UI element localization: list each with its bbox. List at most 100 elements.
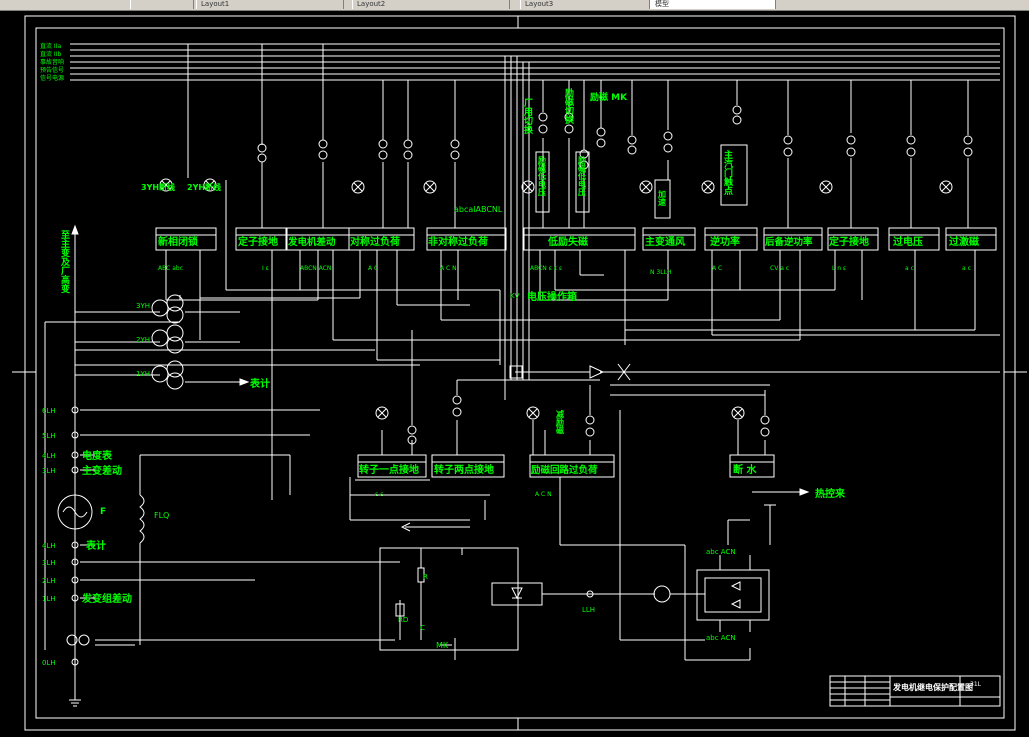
label-kv: KV [510, 292, 520, 300]
label-gen-trans-diff: 发变组差动 [81, 592, 132, 605]
relay-box-13 [357, 454, 427, 478]
relay-label-16: 断 水 [733, 463, 757, 476]
bus-label-1: 直流 IIa [40, 42, 61, 50]
title-block [829, 675, 1001, 707]
label-ct-2: 2LH [42, 577, 56, 585]
label-energy-meter: 电度表 [82, 449, 113, 462]
relay-label-4: 对称过负荷 [350, 235, 400, 248]
relay-terms-3: ABCN ACN [300, 265, 331, 272]
relay-terms-12: a c [962, 265, 971, 272]
indicator-lamps [159, 178, 953, 420]
relay-box-15 [529, 454, 615, 478]
vlabel-reduce-excitation: 减励磁 [556, 409, 565, 435]
label-ct-0: 0LH [42, 659, 56, 667]
relay-box-9 [763, 227, 823, 251]
relay-terms-2: I ε [262, 265, 269, 272]
relay-box-11 [888, 227, 940, 251]
relay-label-13: 转子一点接地 [359, 463, 419, 476]
relay-box-1 [155, 227, 217, 251]
vlabel-excite-lowv-2: 励磁低电压 [578, 155, 587, 197]
label-ct-5: 5LH [42, 432, 56, 440]
relay-label-2: 定子接地 [238, 235, 278, 248]
relay-box-7 [642, 227, 696, 251]
label-flq: FLQ [154, 511, 169, 520]
label-generator: F [100, 507, 106, 517]
label-abc-top: abc ACN [706, 548, 736, 556]
label-thermal-control: 热控来 [815, 487, 846, 500]
relay-terms-13: ε ε [375, 491, 383, 498]
relay-terms-9: CV a c [770, 265, 789, 272]
label-3yh: 3YH [136, 302, 150, 310]
vlabel-plant-switch: 厂用切换 [522, 98, 534, 135]
relay-label-5: 非对称过负荷 [428, 235, 488, 248]
label-3yh-break: 3YH断线 [141, 182, 175, 192]
relay-terms-6: ABCN ε ε ε [530, 265, 562, 272]
relay-label-1: 新相闭锁 [158, 235, 198, 248]
label-abc-bottom: abc ACN [706, 634, 736, 642]
relay-label-12: 过激磁 [949, 235, 979, 248]
relay-box-16 [729, 454, 775, 478]
relay-label-6: 低励失磁 [547, 235, 588, 248]
label-ct-4a: 4LH [42, 452, 56, 460]
relay-terms-10: L n ε [832, 265, 846, 272]
drawing-title: 发电机继电保护配置图 [892, 682, 973, 692]
relay-label-11: 过电压 [893, 235, 923, 248]
vlabel-to-main-trans: 至主变及厂高变 [59, 230, 70, 294]
relay-box-10 [827, 227, 879, 251]
bus-label-2: 直流 IIb [40, 50, 61, 58]
bus-label-3: 事故音响 [40, 58, 64, 66]
relay-box-8 [704, 227, 758, 251]
label-llh: LLH [582, 606, 595, 614]
relay-box-5 [426, 227, 507, 251]
label-abc-seq: abcalABCNL [454, 205, 503, 214]
label-meter-1: 表计 [249, 377, 270, 390]
generator-symbol [57, 494, 93, 530]
vlabel-accel: 加速 [658, 189, 667, 207]
tab-layout2[interactable]: Layout2 [352, 0, 510, 9]
label-meter-2: 表计 [85, 539, 106, 552]
label-2yh: 2YH [136, 336, 150, 344]
relay-coils [71, 105, 973, 666]
label-main-trans-diff: 主变差动 [82, 464, 122, 477]
vlabel-main-valve: 主汽门触点 [722, 149, 734, 196]
relay-box-12 [945, 227, 997, 251]
bus-label-4: 预告信号 [40, 66, 64, 74]
relay-label-14: 转子两点接地 [434, 463, 494, 476]
label-ct-6: 6LH [42, 407, 56, 415]
label-mk-bottom: MK [436, 641, 449, 650]
label-voltage-box: 电压操作箱 [527, 290, 577, 303]
label-1yh: 1YH [136, 370, 150, 378]
relay-terms-5: A C N [440, 265, 457, 272]
vlabel-excite-switch: 励磁切换 [563, 87, 574, 125]
relay-terms-4: A C [368, 265, 378, 272]
bus-label-5: 信号电源 [40, 74, 64, 82]
drawing-number: 31L [970, 681, 982, 688]
label-r: R [423, 573, 428, 581]
relay-terms-11: a c [905, 265, 914, 272]
relay-label-9: 后备逆功率 [765, 236, 813, 248]
tab-model[interactable]: 模型 [650, 0, 776, 9]
tab-layout3[interactable]: Layout3 [520, 0, 650, 9]
relay-terms-1: ABC abc [158, 265, 183, 272]
relay-box-14 [431, 454, 505, 478]
relay-label-7: 主变通风 [645, 235, 685, 248]
layout-tab-bar: Layout1 Layout2 Layout3 模型 [0, 0, 1029, 11]
outer-frame [24, 15, 1016, 731]
relay-label-3: 发电机差动 [287, 236, 336, 248]
label-ct-4b: 4LH [42, 542, 56, 550]
label-rd: RD [398, 616, 408, 624]
tab-layout1[interactable]: Layout1 [196, 0, 344, 9]
label-mk: 励磁 MK [590, 91, 628, 103]
label-ct-3b: 3LH [42, 559, 56, 567]
tab-toolbar-icons[interactable] [130, 0, 194, 9]
label-2yh-break: 2YH断线 [187, 182, 221, 192]
relay-terms-15: A C N [535, 491, 552, 498]
vlabel-excite-lowv-1: 励磁低电压 [538, 155, 547, 197]
relay-label-15: 励磁回路过负荷 [531, 464, 598, 476]
label-ct-3a: 3LH [42, 467, 56, 475]
relay-box-2 [235, 227, 287, 251]
relay-label-10: 定子接地 [829, 235, 869, 248]
relay-box-4 [348, 227, 415, 251]
